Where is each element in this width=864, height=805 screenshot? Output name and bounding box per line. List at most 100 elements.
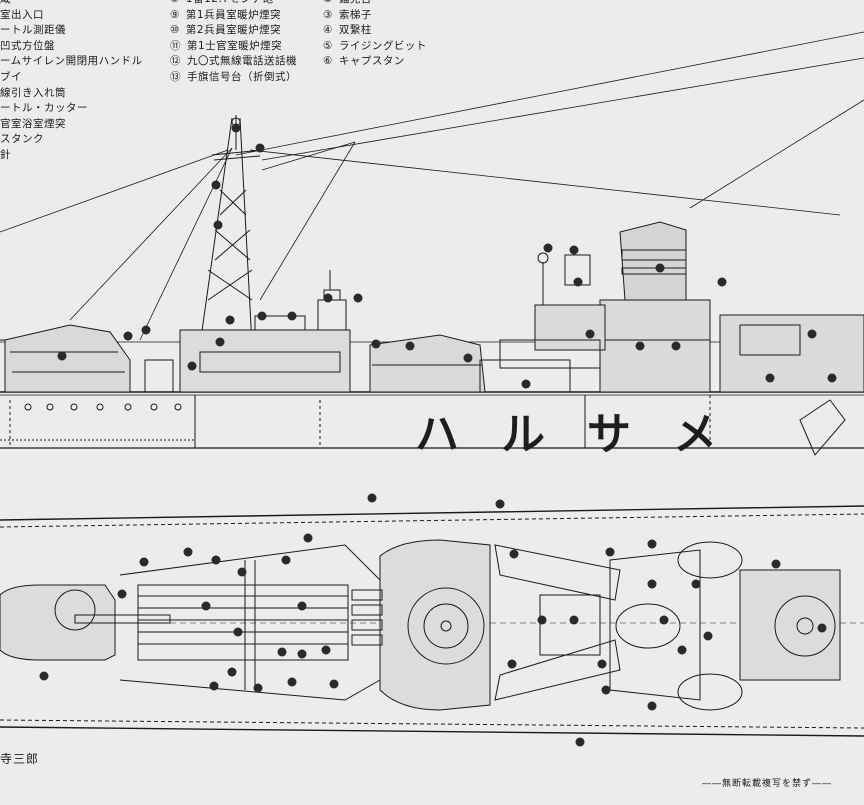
callout-marker [509,549,519,559]
legend-text: 蔵 [0,0,11,8]
callout-marker [225,315,235,325]
callout-marker [635,341,645,351]
legend-item: ⑥ キャプスタン [323,54,427,70]
legend-text: スタンク [0,133,44,146]
legend-item: スタンク [0,132,143,148]
callout-marker [647,701,657,711]
callout-marker [573,277,583,287]
callout-marker [211,180,221,190]
callout-marker [215,337,225,347]
legend-item: ートル・カッター [0,101,143,117]
legend-text: 1番12.7センチ砲 [186,0,274,8]
legend-text: ームサイレン開閉用ハンドル [0,55,143,68]
legend-text: ブイ [0,70,22,83]
callout-marker [495,499,505,509]
callout-marker [827,373,837,383]
legend-text: 室出入口 [0,8,44,21]
legend-text: 線引き入れ筒 [0,86,66,99]
legend-text: 双繋柱 [338,24,372,37]
callout-marker [677,645,687,655]
foremast [199,115,263,346]
legend-number: ⑨ [170,8,180,21]
callout-markers [39,123,837,747]
callout-marker [367,493,377,503]
legend-item: ートル測距儀 [0,23,143,39]
legend-number: ④ [323,24,333,37]
legend-number: ⑥ [323,55,333,68]
legend-text: 九〇式無線電話送話機 [187,55,297,68]
callout-marker [771,559,781,569]
callout-marker [575,737,585,747]
callout-marker [717,277,727,287]
legend-text: 錨見台 [339,0,372,8]
callout-marker [187,361,197,371]
legend-text: 針 [0,148,11,161]
callout-marker [323,293,333,303]
callout-marker [303,533,313,543]
second-gun-turret [369,334,571,393]
callout-marker [655,263,665,273]
callout-marker [39,671,49,681]
legend-item: 官室浴室煙突 [0,117,143,133]
legend-number: ③ [323,8,333,21]
callout-marker [255,143,265,153]
callout-marker [601,685,611,695]
callout-marker [277,647,287,657]
callout-marker [371,339,381,349]
callout-marker [117,589,127,599]
author-credit: 寺三郎 [0,752,40,766]
portholes [24,403,182,411]
legend-number: ⑩ [170,24,180,37]
callout-marker [211,555,221,565]
callout-marker [703,631,713,641]
plan-forward-gun [0,584,171,661]
legend-text: 凹式方位盤 [0,39,55,52]
callout-marker [287,677,297,687]
callout-marker [405,341,415,351]
callout-marker [139,557,149,567]
legend-text: 第1兵員室暖炉煙突 [185,8,282,21]
callout-marker [253,683,263,693]
callout-marker [213,220,223,230]
legend-item: ⑧1番12.7センチ砲 [170,0,297,8]
legend-number: ⑤ [323,39,333,52]
rigging [0,31,864,341]
callout-marker [123,331,133,341]
callout-marker [463,353,473,363]
callout-marker [537,615,547,625]
callout-marker [521,379,531,389]
callout-marker [585,329,595,339]
callout-marker [597,659,607,669]
callout-marker [817,623,827,633]
legend-item: ⑨ 第1兵員室暖炉煙突 [170,8,297,24]
legend-item: 室出入口 [0,8,143,24]
callout-marker [257,311,267,321]
callout-marker [141,325,151,335]
bridge [144,270,351,393]
legend-item: 針 [0,148,143,164]
legend-text: 索梯子 [338,8,372,21]
callout-marker [765,373,775,383]
callout-marker [605,547,615,557]
callout-marker [569,615,579,625]
callout-marker [227,667,237,677]
callout-marker [647,539,657,549]
callout-marker [209,681,219,691]
legend-item: ③ 索梯子 [323,8,427,24]
callout-marker [329,679,339,689]
legend-item: 蔵 [0,0,143,8]
aft-structure [499,252,864,456]
legend-left: 蔵室出入口ートル測距儀凹式方位盤ームサイレン開閉用ハンドルブイ線引き入れ筒ートル… [0,0,143,164]
legend-item: ④ 双繋柱 [323,23,427,39]
callout-marker [691,579,701,589]
legend-text: キャプスタン [338,55,405,68]
legend-item: ②錨見台 [323,0,427,8]
callout-marker [297,601,307,611]
callout-marker [543,243,553,253]
